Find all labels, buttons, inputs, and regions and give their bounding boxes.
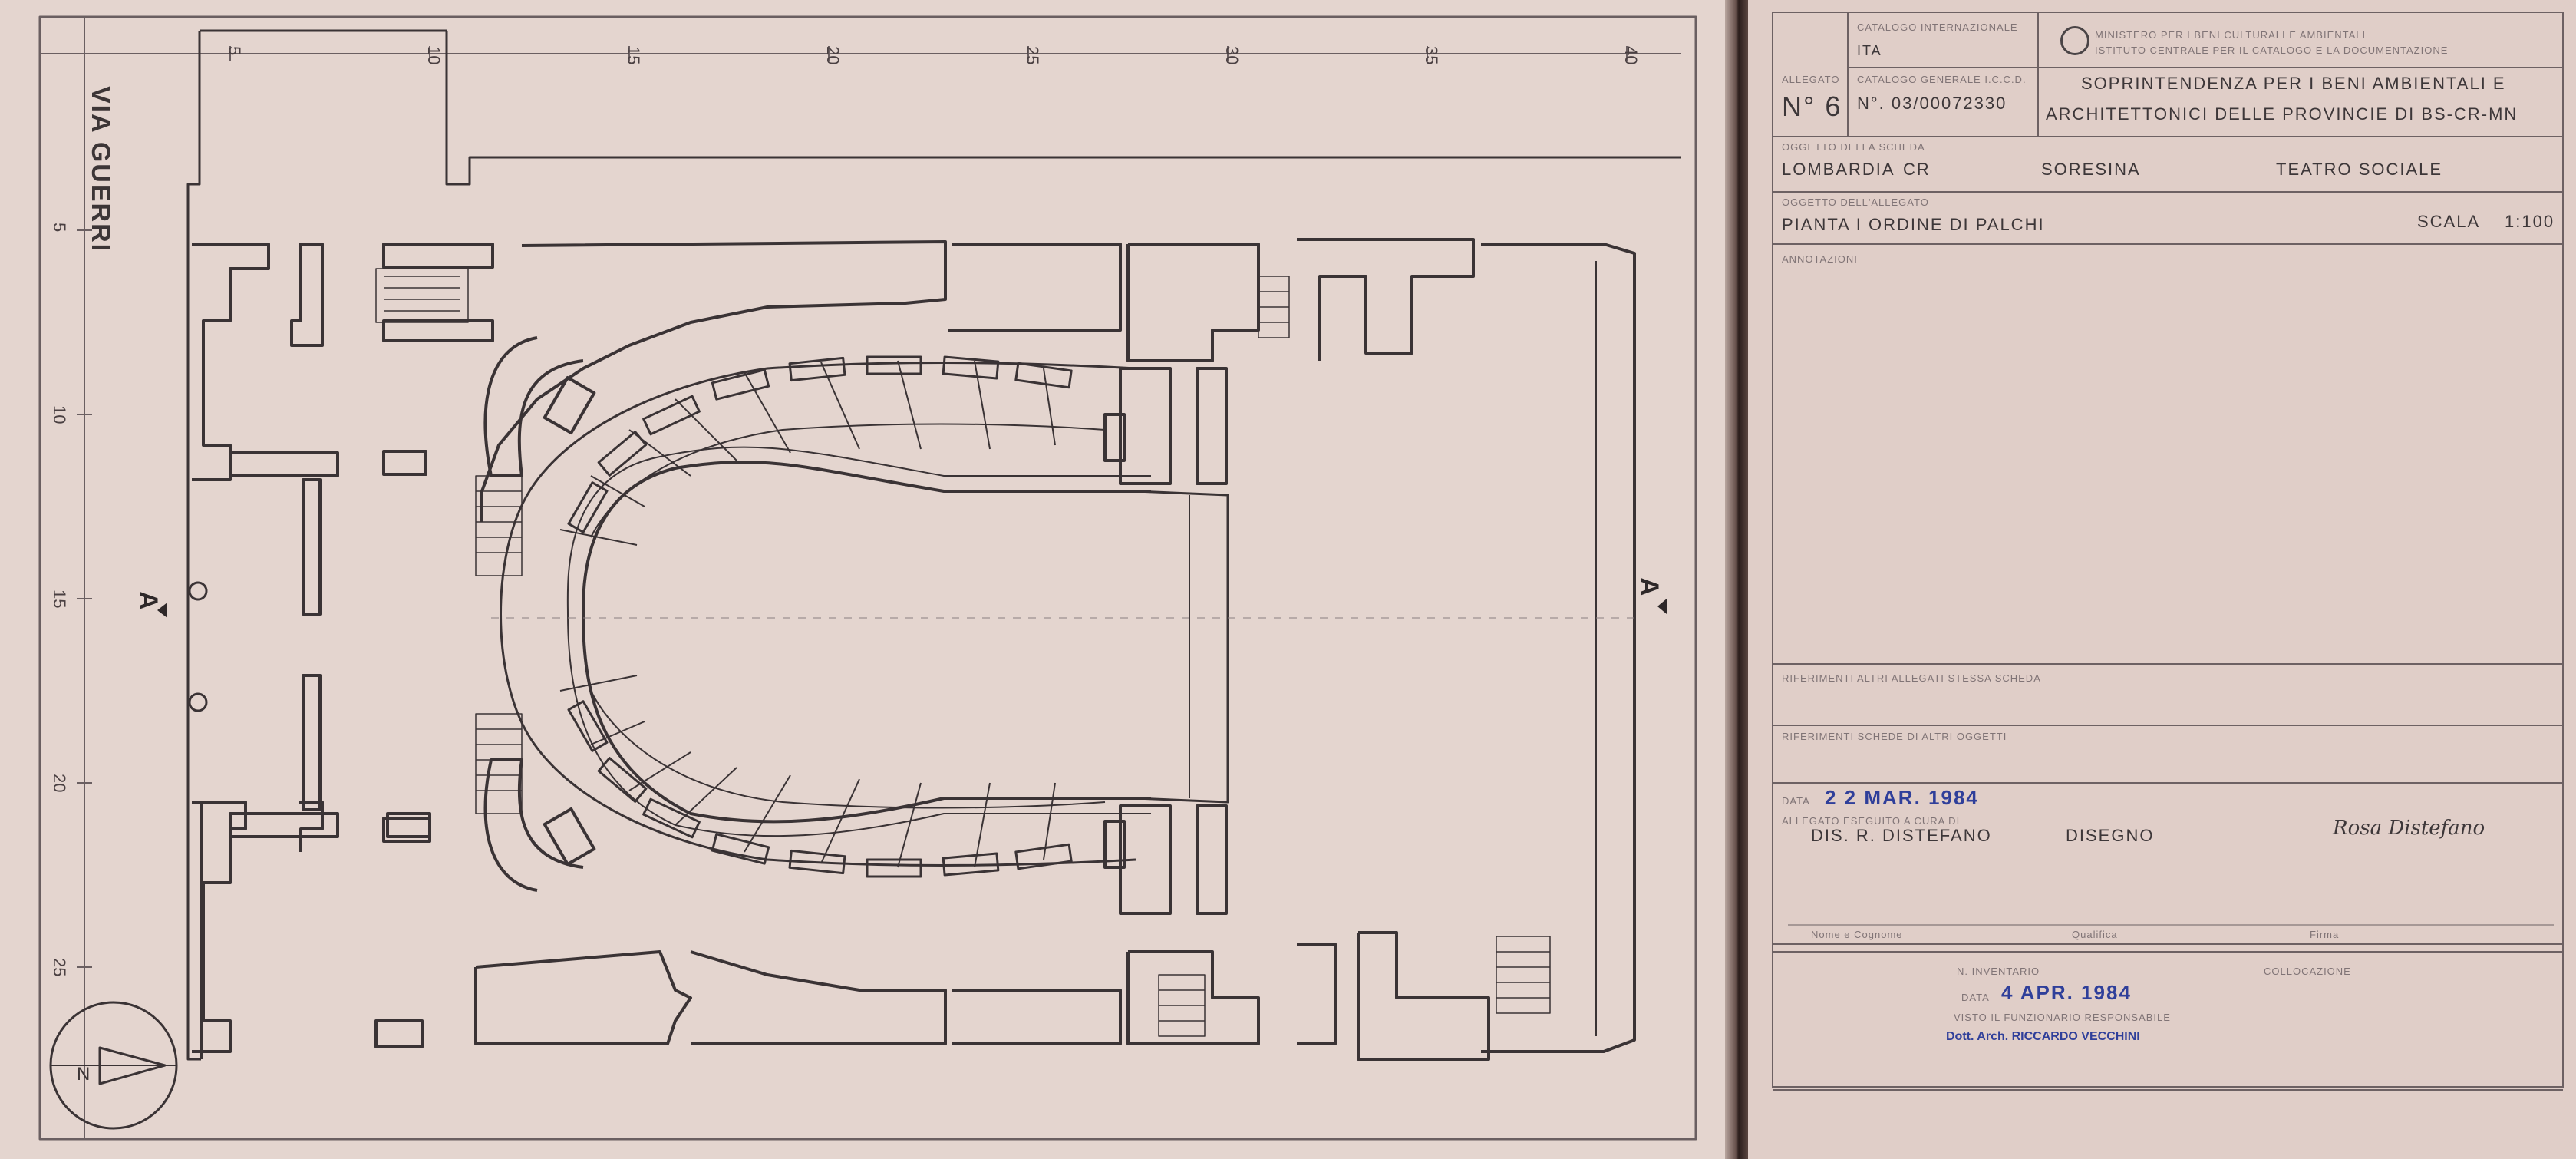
soprintendenza-line1: SOPRINTENDENZA PER I BENI AMBIENTALI E xyxy=(2081,74,2506,93)
author-value: DIS. R. DISTEFANO xyxy=(1811,826,1992,845)
ministry-emblem-icon xyxy=(2060,26,2089,55)
left-tick: 20 xyxy=(50,774,69,793)
ministry-line1: MINISTERO PER I BENI CULTURALI E AMBIENT… xyxy=(2095,29,2367,41)
drawing-title: PIANTA I ORDINE DI PALCHI xyxy=(1782,215,2045,234)
data2-stamp: 4 APR. 1984 xyxy=(2001,981,2132,1004)
top-tick: 25 xyxy=(1023,46,1042,65)
location-label: COLLOCAZIONE xyxy=(2264,966,2351,977)
top-tick: 15 xyxy=(624,46,643,65)
subject-label: OGGETTO DELLA SCHEDA xyxy=(1782,141,1925,153)
catalog-general-label: CATALOGO GENERALE I.C.C.D. xyxy=(1857,74,2027,85)
section-marker-left: A xyxy=(134,591,163,610)
left-tick: 25 xyxy=(50,958,69,977)
ref-label-same-sheet: RIFERIMENTI ALTRI ALLEGATI STESSA SCHEDA xyxy=(1782,672,2041,684)
subject-province: CR xyxy=(1903,160,1931,179)
catalog-general-value: N°. 03/00072330 xyxy=(1857,94,2007,113)
top-tick: 20 xyxy=(823,46,843,65)
soprintendenza-line2: ARCHITETTONICI DELLE PROVINCIE DI BS-CR-… xyxy=(2046,104,2518,124)
title-block-sheet xyxy=(1748,0,2576,1159)
floor-plan-drawing xyxy=(38,15,1697,1141)
subject-town: SORESINA xyxy=(2041,160,2141,179)
top-tick: 30 xyxy=(1222,46,1242,65)
allegato-value: N° 6 xyxy=(1782,91,1842,122)
left-tick: 5 xyxy=(50,223,69,233)
allegato-label: ALLEGATO xyxy=(1782,74,1840,85)
date-label: DATA xyxy=(1782,795,1810,807)
subject-building: TEATRO SOCIALE xyxy=(2276,160,2443,179)
top-tick: 35 xyxy=(1422,46,1441,65)
signature: Rosa Distefano xyxy=(2333,817,2485,840)
ministry-line2: ISTITUTO CENTRALE PER IL CATALOGO E LA D… xyxy=(2095,45,2449,56)
data2-label: DATA xyxy=(1961,992,1990,1003)
sig-caption-sign: Firma xyxy=(2310,929,2340,940)
title-block-grid xyxy=(1772,12,2564,1091)
north-label: N xyxy=(77,1064,91,1085)
date-stamp: 2 2 MAR. 1984 xyxy=(1825,786,1979,809)
official-name: Dott. Arch. RICCARDO VECCHINI xyxy=(1946,1030,2140,1043)
drawing-subject-label: OGGETTO DELL'ALLEGATO xyxy=(1782,196,1929,208)
subject-region: LOMBARDIA xyxy=(1782,160,1895,179)
notes-label: ANNOTAZIONI xyxy=(1782,253,1858,265)
sig-caption-name: Nome e Cognome xyxy=(1811,929,1903,940)
top-tick: 40 xyxy=(1621,46,1641,65)
sig-caption-role: Qualifica xyxy=(2072,929,2118,940)
drawing-sheet xyxy=(0,0,1727,1159)
scale-label: SCALA xyxy=(2417,212,2481,231)
left-tick: 15 xyxy=(50,589,69,609)
sheet-fold xyxy=(1725,0,1748,1159)
official-label: VISTO IL FUNZIONARIO RESPONSABILE xyxy=(1954,1012,2171,1023)
author-label: ALLEGATO ESEGUITO A CURA DI xyxy=(1782,815,1961,827)
scale-value: 1:100 xyxy=(2505,212,2555,231)
type-value: DISEGNO xyxy=(2066,826,2155,845)
inventory-label: N. INVENTARIO xyxy=(1957,966,2040,977)
top-tick: 10 xyxy=(424,46,444,65)
section-marker-right: A xyxy=(1634,577,1664,596)
street-name: VIA GUERRI xyxy=(86,86,115,253)
catalog-international-value: ITA xyxy=(1857,43,1882,58)
catalog-international-label: CATALOGO INTERNAZIONALE xyxy=(1857,21,2018,33)
ref-label-other-objects: RIFERIMENTI SCHEDE DI ALTRI OGGETTI xyxy=(1782,731,2007,742)
top-tick: 5 xyxy=(225,46,244,56)
left-tick: 10 xyxy=(50,405,69,424)
